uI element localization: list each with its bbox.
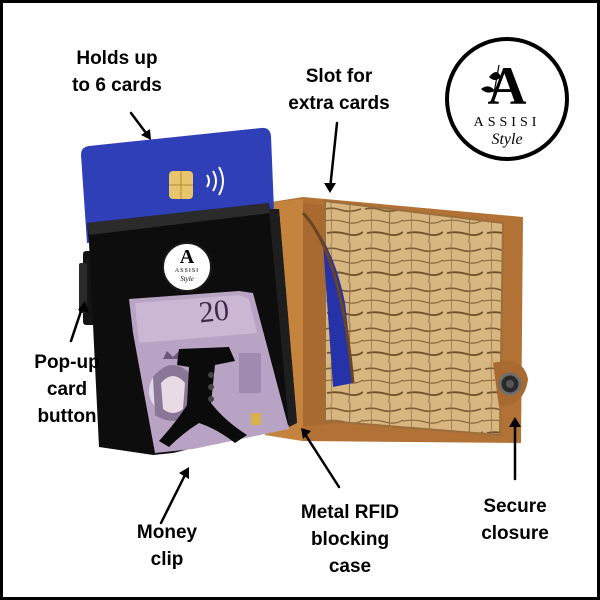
arrow-head-2	[324, 183, 336, 193]
case-logo-script: Style	[180, 275, 194, 283]
brand-logo-script: Style	[491, 131, 523, 148]
cork-panel	[324, 199, 505, 437]
callout-arrows	[69, 111, 517, 525]
case-logo	[162, 242, 212, 292]
callout-money-clip: Money clip	[136, 522, 198, 570]
arrow-head-1	[141, 129, 151, 140]
money-clip	[159, 347, 247, 447]
callout-rfid-case: Metal RFID blocking case	[300, 502, 400, 577]
case-logo-letter: A	[179, 246, 195, 268]
callout-extra-slot: Slot for extra cards	[288, 66, 390, 114]
brand-logo-name: ASSISI	[473, 115, 541, 130]
product-illustration	[69, 37, 569, 525]
arrow-head-6	[509, 417, 521, 427]
brand-logo-letter: A	[487, 56, 527, 116]
arrow-head-5	[301, 428, 311, 439]
callout-holds-cards: Holds up to 6 cards	[72, 48, 162, 96]
extra-card-slot	[303, 213, 353, 387]
banknote-denomination: 20	[197, 293, 231, 330]
callout-popup-button: Pop-up card button	[34, 352, 100, 427]
arrow-head-3	[78, 301, 89, 313]
arrow-head-4	[179, 467, 189, 479]
callout-closure: Secure closure	[481, 496, 549, 544]
brand-logo	[445, 37, 569, 161]
case-logo-name: ASSISI	[174, 268, 200, 274]
